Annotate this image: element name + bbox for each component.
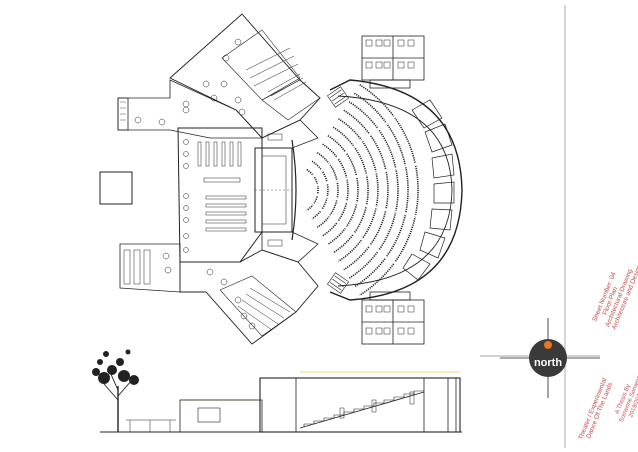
seat-row <box>306 168 319 212</box>
lobby-tables <box>197 141 247 232</box>
entourage <box>126 419 176 432</box>
north-arrow: north <box>500 318 600 398</box>
seat-row <box>348 101 399 279</box>
seating-aisle <box>311 202 397 265</box>
seat-row <box>316 152 339 228</box>
seat-row <box>343 109 389 271</box>
seat-row <box>311 160 329 220</box>
seat-row <box>338 118 379 262</box>
cafe-tables-top <box>182 38 246 116</box>
level-highlights <box>180 371 460 401</box>
title-block: Sheet Number: 04 Floor Plan Architectura… <box>577 263 638 440</box>
side-wedges <box>402 99 455 281</box>
seat-row <box>353 92 409 288</box>
detached-kiosk <box>99 171 133 205</box>
seat-row <box>327 135 359 245</box>
auditorium-seating <box>306 84 419 296</box>
corridor <box>261 119 319 263</box>
sheet-border <box>480 5 600 448</box>
floor-plan <box>99 13 463 345</box>
bottom-service-rooms <box>361 291 425 345</box>
stair-top <box>327 86 349 108</box>
seat-row <box>332 126 369 254</box>
cafe-tables-bottom <box>206 268 256 330</box>
seating-aisle <box>315 162 418 187</box>
rake-step <box>363 405 374 409</box>
rake-step <box>353 408 364 412</box>
rake-step <box>393 396 404 400</box>
seating-aisle <box>311 115 397 178</box>
seat-row <box>322 143 349 237</box>
auditorium-shell <box>329 79 463 301</box>
rake-step <box>313 420 324 424</box>
building-section <box>92 349 462 433</box>
stage <box>254 139 297 241</box>
north-marker-dot <box>544 341 552 349</box>
north-label: north <box>534 357 562 369</box>
rake-step <box>403 393 414 397</box>
bottom-wing <box>179 249 319 345</box>
seating-aisle <box>315 193 418 218</box>
rake-step <box>383 399 394 403</box>
lobby-side-tables <box>183 139 189 253</box>
north-badge-circle <box>529 339 567 377</box>
rake-step <box>373 402 384 406</box>
entrance-terrace <box>117 79 263 139</box>
rake-step <box>323 417 334 421</box>
tree-silhouette <box>92 349 139 432</box>
seat-row <box>359 84 419 296</box>
lobby <box>177 127 263 263</box>
rake-step <box>303 423 314 427</box>
top-service-rooms <box>361 35 425 89</box>
lower-terrace <box>119 243 181 293</box>
student-line-3: 2019/2020 <box>628 389 638 418</box>
stair-bottom <box>327 272 349 294</box>
rake-step <box>333 414 344 418</box>
